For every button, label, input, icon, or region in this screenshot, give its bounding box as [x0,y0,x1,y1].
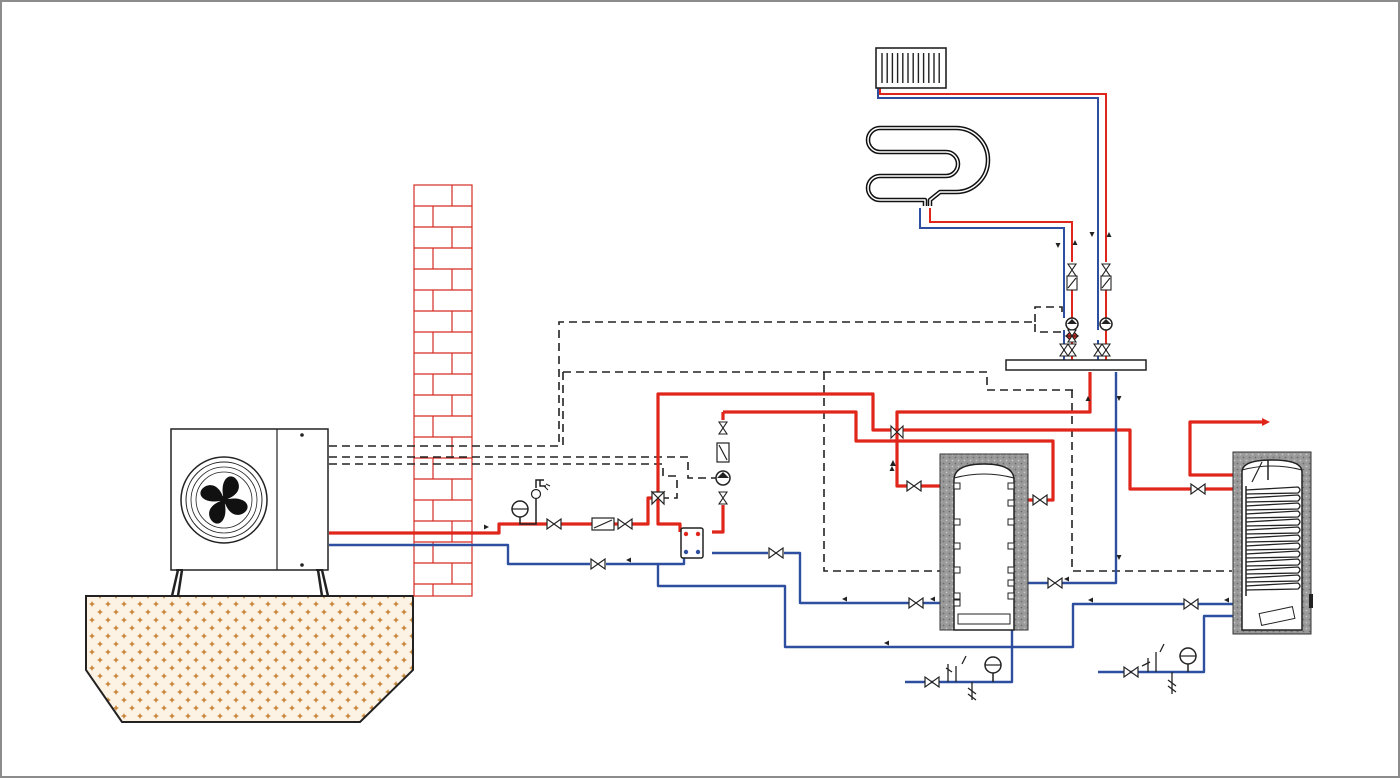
flow-arrow-icon [842,596,847,602]
gate-valve-icon [1066,263,1078,277]
flow-arrow-icon [484,524,489,530]
check-valve-icon [1066,275,1078,291]
plate-heat-exchanger [680,527,704,559]
buffer-tank [939,453,1029,631]
cold-return-pipes [329,372,1238,684]
hot-water-cylinder [1232,451,1313,635]
underfloor-heating-coil [865,125,991,206]
check-valve-icon [716,442,730,463]
pressure-gauge-icon [530,479,551,500]
flow-arrow-icon [889,466,895,471]
radiator-circuit-pipes [877,88,1107,360]
check-valve-icon [1100,275,1112,291]
mixing-valve-icon [650,490,666,506]
gate-valve-icon [1183,597,1199,611]
expansion-vessel-icon [984,656,1002,682]
gate-valve-icon [1032,493,1048,507]
flow-arrow-icon [1224,597,1229,603]
flow-arrow-icon [1088,597,1093,603]
distribution-manifold [1005,359,1147,371]
flow-arrow-icon [1089,232,1095,237]
gate-valve-icon [1100,263,1112,277]
gate-valve-icon [1123,665,1139,679]
gate-valve-icon [768,546,784,560]
gate-valve-icon [717,491,729,505]
expansion-vessel-icon [511,498,537,525]
gate-valve-icon [924,675,940,689]
pump-icon [1065,317,1079,331]
pump-icon [715,470,731,486]
panel-radiator [875,47,947,89]
flow-arrow-icon [626,557,631,563]
flow-arrow-icon [930,596,935,602]
gate-valve-icon [1058,343,1070,357]
flow-arrow-icon [1055,243,1061,248]
safety-valve-group-icon [1141,643,1177,694]
fan-icon [180,456,268,544]
flow-arrow-icon [1064,576,1069,582]
gate-valve-icon [617,517,633,531]
check-valve-icon [591,517,615,531]
gate-valve-icon [1066,343,1078,357]
gate-valve-icon [1100,343,1112,357]
gate-valve-icon [1047,576,1063,590]
gate-valve-icon [590,557,606,571]
ground-foundation [85,595,414,723]
mixing-valve-icon [890,424,904,440]
flow-arrow-icon [884,640,889,646]
hot-flow-arrows [890,418,1270,466]
expansion-vessel-icon [1179,647,1197,672]
gate-valve-icon [908,596,924,610]
gate-valve-icon [546,517,562,531]
flow-arrow-icon [1116,555,1122,560]
gate-valve-icon [717,421,729,435]
flow-arrow-icon [1072,240,1078,245]
flow-arrow-icon [1116,396,1122,401]
gate-valve-icon [1092,343,1104,357]
safety-valve-group-icon [945,655,977,701]
flow-arrow-icon [1106,232,1112,237]
gate-valve-icon [1066,329,1078,343]
pump-icon [1099,317,1113,331]
flow-arrow-icon [1085,396,1091,401]
brick-wall [413,184,473,597]
outdoor-heat-pump-unit [170,428,330,597]
gate-valve-icon [906,479,922,493]
gate-valve-icon [1190,482,1206,496]
